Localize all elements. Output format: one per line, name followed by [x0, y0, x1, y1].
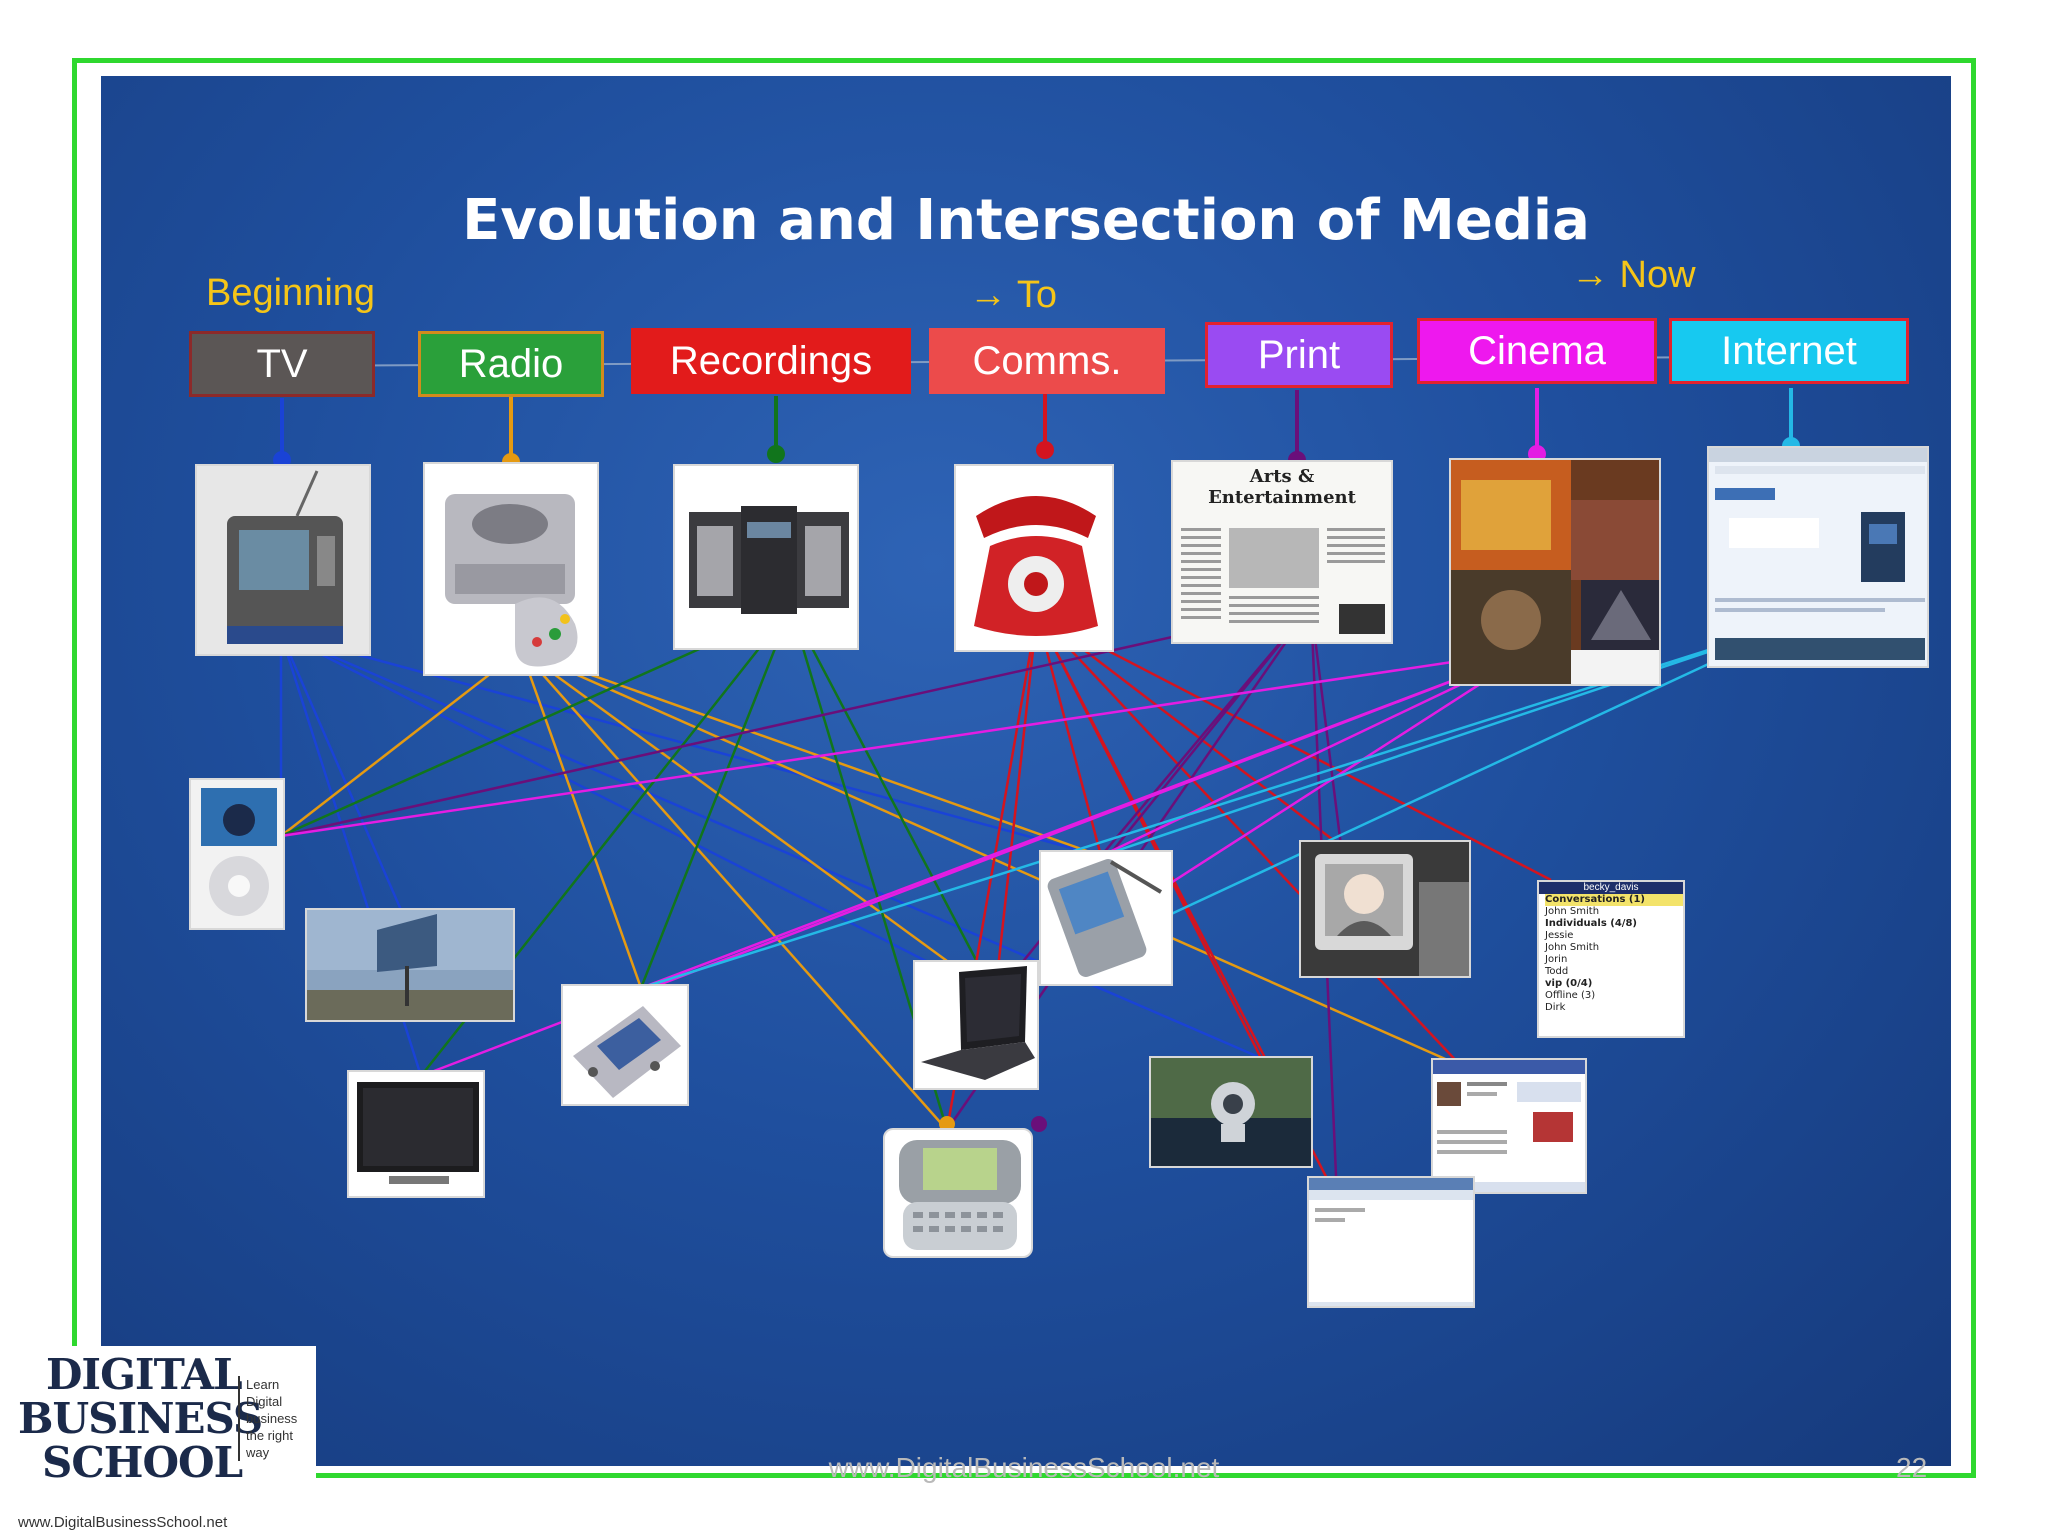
chat-item: Dirk	[1545, 1002, 1566, 1013]
chat-item: John Smith	[1545, 906, 1600, 917]
game-console-image	[423, 462, 599, 676]
media-box-cinema: Cinema	[1417, 318, 1657, 384]
page-number: 22	[1896, 1452, 1928, 1483]
chat-item: Jorin	[1545, 954, 1568, 965]
flat-screen-tv-icon	[357, 1082, 479, 1184]
connector-line	[280, 604, 1312, 838]
logo-tagline-line: the right	[246, 1428, 293, 1443]
connector-dot	[1031, 1116, 1047, 1132]
connector-line	[280, 648, 1534, 838]
connector-dot	[1036, 441, 1054, 459]
billboard-image	[305, 908, 515, 1022]
phone-image	[954, 464, 1114, 652]
logo-line-1: DIGITAL	[46, 1350, 243, 1399]
logo-tagline-line: way	[246, 1445, 270, 1460]
slider-phone-icon	[899, 1140, 1021, 1250]
game-console-icon	[445, 494, 578, 667]
newspaper-columns-icon	[1181, 528, 1385, 634]
logo-tagline-line: business	[246, 1411, 298, 1426]
newspaper-image: Arts & Entertainment	[1171, 460, 1393, 644]
footer-url[interactable]: www.DigitalBusinessSchool.net	[828, 1452, 1220, 1483]
chat-item: Individuals (4/8)	[1545, 918, 1637, 929]
tv-image	[195, 464, 371, 656]
handheld-console-image	[561, 984, 689, 1106]
connector-line	[520, 649, 948, 1131]
connector-line	[639, 607, 793, 989]
music-player-icon	[201, 788, 277, 916]
chat-item: Jessie	[1545, 930, 1574, 941]
connector-line	[280, 632, 996, 998]
newspaper-heading: Arts & Entertainment	[1208, 466, 1356, 508]
connector-line	[1036, 612, 1552, 882]
stereo-icon	[689, 506, 849, 614]
media-box-radio: Radio	[418, 331, 604, 397]
webpage-icon	[1709, 448, 1927, 660]
connector-line	[993, 613, 1039, 997]
now-label: → Now	[1571, 254, 1696, 296]
movie-posters-icon	[1451, 460, 1659, 684]
media-box-internet: Internet	[1669, 318, 1909, 384]
portable-tv-icon	[227, 470, 343, 644]
email-client-icon	[1309, 1178, 1473, 1306]
beginning-label: Beginning	[206, 272, 376, 314]
connector-line	[1035, 613, 1103, 857]
logo-url: www.DigitalBusinessSchool.net	[18, 1514, 228, 1531]
connector-line	[520, 648, 996, 998]
social-network-page-icon	[1433, 1060, 1585, 1192]
connector-line	[279, 633, 423, 957]
pda-image	[1039, 850, 1173, 986]
ipod-image	[189, 778, 285, 930]
media-box-tv: TV	[189, 331, 375, 397]
connector-line	[640, 648, 1534, 990]
connector-dot	[767, 445, 785, 463]
connector-line	[1309, 605, 1343, 847]
media-box-recordings: Recordings	[631, 328, 911, 394]
connector-line	[280, 632, 1262, 1060]
connector-line	[519, 649, 643, 989]
slide-title: Evolution and Intersection of Media	[462, 188, 1590, 253]
cinema-posters-image	[1449, 458, 1661, 686]
webcam-image	[1149, 1056, 1313, 1168]
connector-line	[1100, 618, 1804, 858]
logo-line-3: SCHOOL	[42, 1438, 243, 1487]
logo-tagline-line: Learn	[246, 1377, 280, 1392]
social-page-image	[1431, 1058, 1587, 1194]
chat-item: John Smith	[1545, 942, 1600, 953]
chat-item: Todd	[1545, 966, 1569, 977]
handheld-game-icon	[573, 1006, 681, 1098]
stereo-image	[673, 464, 859, 650]
laptop-image	[913, 960, 1039, 1090]
pda-icon	[1047, 859, 1163, 977]
to-label: → To	[969, 274, 1058, 316]
video-call-image	[1299, 840, 1471, 978]
chat-item: vip (0/4)	[1545, 978, 1593, 989]
connector-line	[280, 649, 522, 837]
webcam-icon	[1151, 1058, 1311, 1166]
telephone-icon	[974, 496, 1098, 636]
media-box-comms: Comms.	[929, 328, 1165, 394]
flat-tv-image	[347, 1070, 485, 1198]
chat-item: Offline (3)	[1545, 990, 1596, 1001]
smartphone-image	[883, 1128, 1033, 1258]
email-window-image	[1307, 1176, 1475, 1308]
logo-tagline: Learn Digital business the right way	[238, 1376, 297, 1461]
logo-tagline-line: Digital	[246, 1394, 283, 1409]
logo-line-2: BUSINESS	[18, 1394, 263, 1443]
connector-line	[1036, 613, 1462, 1067]
media-box-print: Print	[1205, 322, 1393, 388]
slide: Evolution and Intersection of Media Begi…	[101, 76, 1951, 1466]
connector-line	[789, 607, 997, 997]
slide-frame	[72, 58, 1976, 1478]
chat-window-image: becky_davis Conversations (1) John Smith…	[1537, 880, 1685, 1038]
logo: DIGITAL BUSINESS SCHOOL Learn Digital bu…	[10, 1346, 316, 1536]
website-image	[1707, 446, 1929, 668]
chat-item: Conversations (1)	[1545, 894, 1683, 906]
laptop-icon	[921, 966, 1035, 1080]
billboard-icon	[307, 910, 513, 1020]
video-call-icon	[1301, 842, 1469, 976]
chat-window-title: becky_davis	[1539, 882, 1683, 894]
